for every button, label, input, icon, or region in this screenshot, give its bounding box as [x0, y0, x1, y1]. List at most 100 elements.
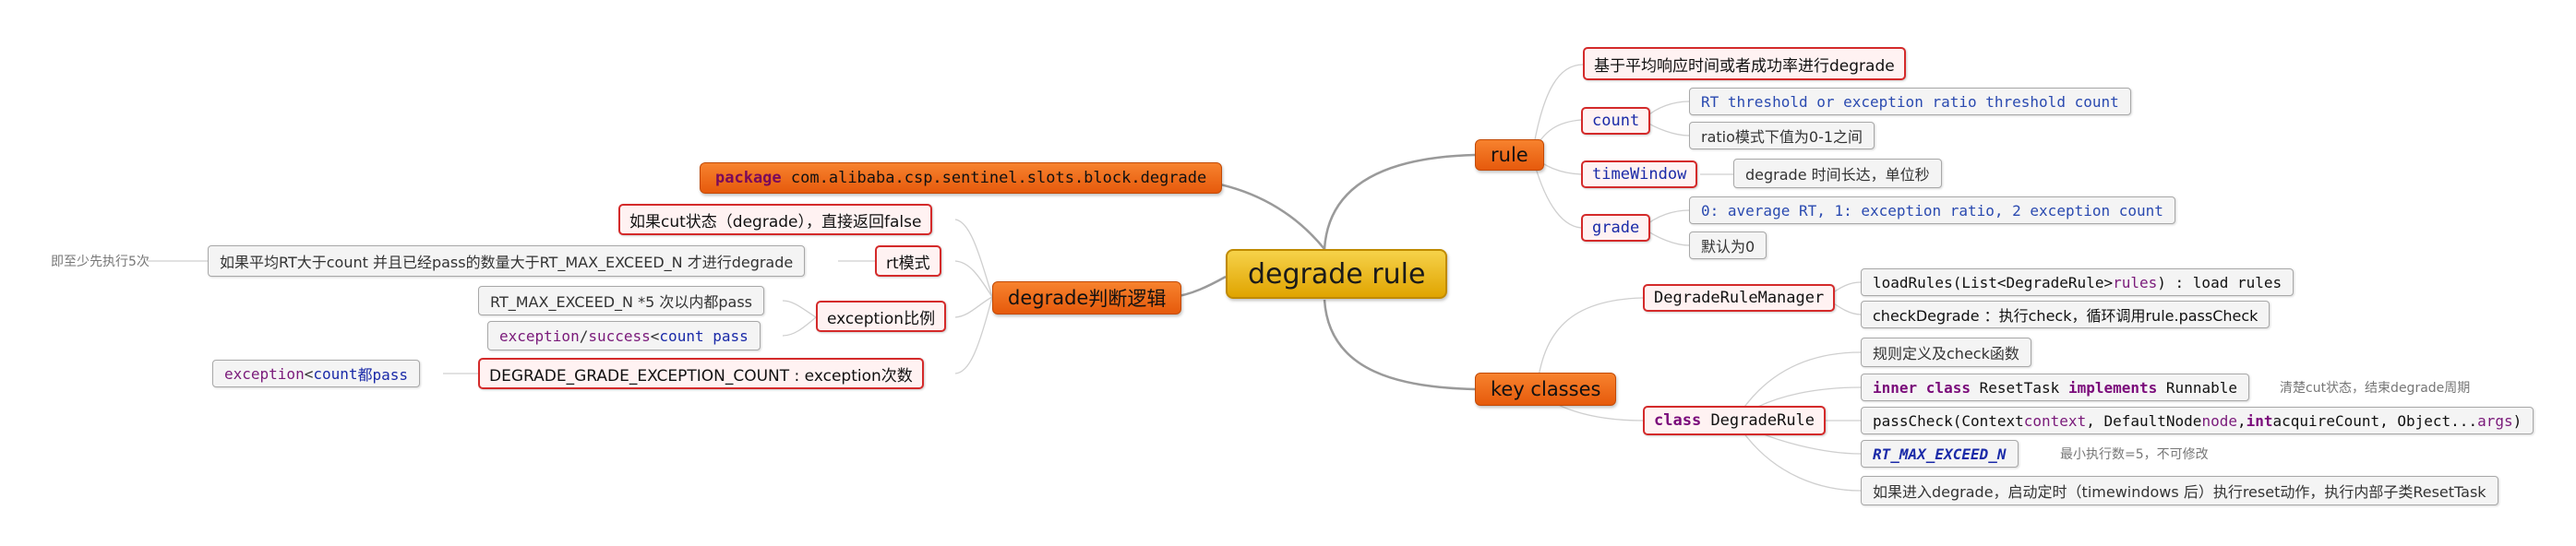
count-threshold-text: RT threshold or exception ratio threshol… [1701, 92, 2119, 111]
pc-j: ) [2512, 411, 2522, 430]
exc-l2-c: success [588, 326, 651, 345]
link-logic-cnt [954, 296, 993, 374]
count-ratio-node[interactable]: ratio模式下值为0-1之间 [1689, 122, 1875, 149]
pc-d: node [2201, 411, 2237, 430]
degrade-logic-a: degrade [1008, 287, 1089, 309]
exception-count-label: DEGRADE_GRADE_EXCEPTION_COUNT : exceptio… [489, 366, 913, 386]
rt-mode-desc-node[interactable]: 如果平均RT大于count 并且已经pass的数量大于RT_MAX_EXCEED… [208, 245, 806, 277]
link-center-rule [1323, 153, 1476, 250]
degrade-rule-class-node[interactable]: class DegradeRule [1643, 406, 1827, 435]
exc-l2-b: / [579, 326, 589, 345]
rt-mode-label: rt模式 [886, 254, 930, 273]
center-node[interactable]: degrade rule [1226, 249, 1448, 299]
reset-task-note: 清楚cut状态，结束degrade周期 [2280, 377, 2470, 398]
cnt-l-c: count [313, 364, 358, 383]
load-rules-c: ) : load rules [2157, 273, 2282, 291]
exc-l2-d: < [650, 326, 660, 345]
count-threshold-node[interactable]: RT threshold or exception ratio threshol… [1689, 88, 2131, 115]
rt-max-exceed-note-text: 最小执行数=5，不可修改 [2060, 447, 2209, 462]
package-node[interactable]: package com.alibaba.csp.sentinel.slots.b… [700, 162, 1223, 194]
key-classes-node[interactable]: key classes [1475, 373, 1617, 406]
load-rules-node[interactable]: loadRules(List<DegradeRule> rules) : loa… [1861, 268, 2294, 296]
pc-c: , DefaultNode [2086, 411, 2202, 430]
package-kw: package [715, 169, 782, 187]
load-rules-a: loadRules(List<DegradeRule> [1873, 273, 2114, 291]
reset-task-node[interactable]: inner class ResetTask implements Runnabl… [1861, 374, 2249, 401]
cnt-l-b: < [304, 364, 314, 383]
center-label: degrade rule [1248, 257, 1426, 291]
cnt-l-d: 都pass [357, 366, 409, 384]
key-classes-label: key classes [1491, 378, 1601, 400]
rt-mode-desc-text: 如果平均RT大于count 并且已经pass的数量大于RT_MAX_EXCEED… [220, 254, 794, 271]
rule-label: rule [1491, 144, 1528, 166]
rule-def-text: 规则定义及check函数 [1873, 345, 2019, 362]
link-logic-exc [954, 296, 993, 318]
timewindow-label: timeWindow [1592, 165, 1687, 184]
grade-label: grade [1592, 219, 1640, 237]
pc-b: context [2023, 411, 2087, 430]
timewindow-desc-text: degrade 时间长达，单位秒 [1745, 166, 1930, 184]
link-logic-rt [954, 260, 993, 298]
degrade-rule-manager-label: DegradeRuleManager [1654, 289, 1825, 307]
rule-def-node[interactable]: 规则定义及check函数 [1861, 338, 2031, 367]
rt-max-exceed-note: 最小执行数=5，不可修改 [2060, 444, 2209, 464]
degrade-rule-class-name: DegradeRule [1710, 411, 1815, 430]
cut-state-node[interactable]: 如果cut状态（degrade），直接返回false [618, 204, 933, 235]
count-ratio-text: ratio模式下值为0-1之间 [1701, 128, 1863, 146]
link-exc-l2 [782, 316, 817, 337]
pc-f: int [2246, 411, 2273, 430]
cnt-l-a: exception [224, 364, 305, 383]
count-label: count [1592, 112, 1640, 130]
rt-mode-node[interactable]: rt模式 [875, 245, 941, 277]
pc-g: acquireCount [2272, 411, 2380, 430]
exc-l2-a: exception [499, 326, 580, 345]
rule-desc-node[interactable]: 基于平均响应时间或者成功率进行degrade [1583, 47, 1906, 80]
timewindow-node[interactable]: timeWindow [1581, 160, 1698, 188]
reset-task-note-text: 清楚cut状态，结束degrade周期 [2280, 381, 2471, 396]
exception-ratio-l2-node[interactable]: exception / success < count pass [487, 321, 761, 350]
link-logic-cut [954, 219, 993, 298]
timewindow-desc-node[interactable]: degrade 时间长达，单位秒 [1733, 159, 1942, 188]
exception-ratio-l1-node[interactable]: RT_MAX_EXCEED_N *5 次以内都pass [478, 286, 765, 315]
exception-count-leaf-node[interactable]: exception < count 都pass [212, 360, 421, 387]
pc-i: args [2477, 411, 2513, 430]
grade-values-text: 0: average RT, 1: exception ratio, 2 exc… [1701, 201, 2163, 220]
rule-node[interactable]: rule [1475, 139, 1544, 171]
rt-max-exceed-text: RT_MAX_EXCEED_N [1873, 445, 2007, 463]
degrade-logic-b: 判断逻辑 [1088, 288, 1167, 310]
enter-degrade-node[interactable]: 如果进入degrade，启动定时（timewindows 后）执行reset动作… [1861, 476, 2498, 505]
grade-default-text: 默认为0 [1701, 238, 1755, 255]
grade-values-node[interactable]: 0: average RT, 1: exception ratio, 2 exc… [1689, 196, 2175, 224]
exc-l2-e: count pass [659, 326, 749, 345]
exception-ratio-l1-text: RT_MAX_EXCEED_N *5 次以内都pass [490, 293, 753, 311]
reset-task-iface: Runnable [2165, 378, 2237, 397]
reset-task-kw1: inner class [1873, 378, 1971, 397]
rule-desc-text: 基于平均响应时间或者成功率进行degrade [1594, 56, 1895, 76]
degrade-rule-class-kw: class [1654, 411, 1702, 430]
grade-node[interactable]: grade [1581, 214, 1651, 242]
pc-h: , Object... [2379, 411, 2478, 430]
exception-count-node[interactable]: DEGRADE_GRADE_EXCEPTION_COUNT : exceptio… [478, 358, 924, 389]
link-center-keyclasses [1323, 299, 1476, 391]
reset-task-name: ResetTask [1979, 378, 2060, 397]
degrade-rule-manager-node[interactable]: DegradeRuleManager [1643, 284, 1836, 312]
count-node[interactable]: count [1581, 107, 1651, 135]
pc-e: , [2236, 411, 2247, 430]
grade-default-node[interactable]: 默认为0 [1689, 231, 1767, 259]
reset-task-kw2: implements [2067, 378, 2158, 397]
exception-ratio-node[interactable]: exception比例 [816, 301, 947, 332]
enter-degrade-text: 如果进入degrade，启动定时（timewindows 后）执行reset动作… [1873, 483, 2486, 501]
exception-ratio-label: exception比例 [827, 309, 936, 328]
rt-mode-note: 即至少先执行5次 [51, 251, 150, 271]
check-degrade-node[interactable]: checkDegrade ：执行check，循环调用rule.passCheck [1861, 301, 2270, 328]
link-exc-l1 [782, 300, 817, 318]
load-rules-b: rules [2113, 273, 2158, 291]
rt-mode-note-text: 即至少先执行5次 [51, 255, 150, 269]
pc-a: passCheck(Context [1873, 411, 2024, 430]
cut-state-text: 如果cut状态（degrade），直接返回false [629, 212, 922, 231]
rt-max-exceed-node[interactable]: RT_MAX_EXCEED_N [1861, 440, 2019, 468]
check-degrade-text: checkDegrade ：执行check，循环调用rule.passCheck [1873, 307, 2258, 325]
pass-check-node[interactable]: passCheck(Context context, DefaultNode n… [1861, 407, 2534, 434]
package-name: com.alibaba.csp.sentinel.slots.block.deg… [790, 169, 1207, 187]
